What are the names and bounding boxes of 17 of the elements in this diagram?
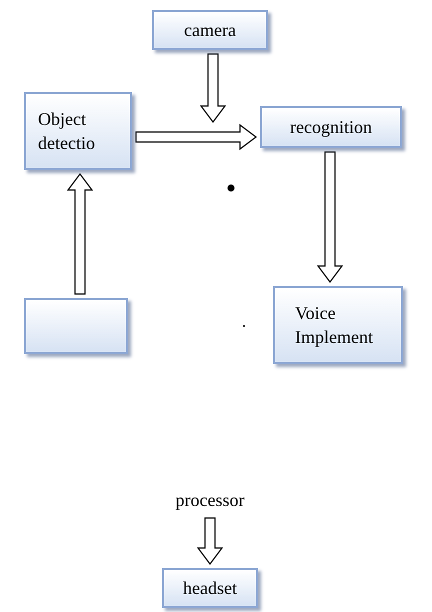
process-box [24,92,132,170]
process-box [260,106,402,148]
block-arrow [196,517,224,565]
process-box [273,286,403,364]
process-box [162,568,258,608]
node-label: camera [184,18,236,42]
node-label: Voice Implement [295,302,374,349]
block-arrow [200,53,226,123]
node-label: processor [176,488,244,512]
process-box [24,298,128,354]
node-label: Object detectio [38,108,96,155]
block-arrow [135,124,257,150]
process-box [152,10,268,50]
block-arrow [66,173,94,295]
node-label: headset [183,576,237,600]
block-arrow [316,151,344,283]
node-label: recognition [290,116,372,139]
